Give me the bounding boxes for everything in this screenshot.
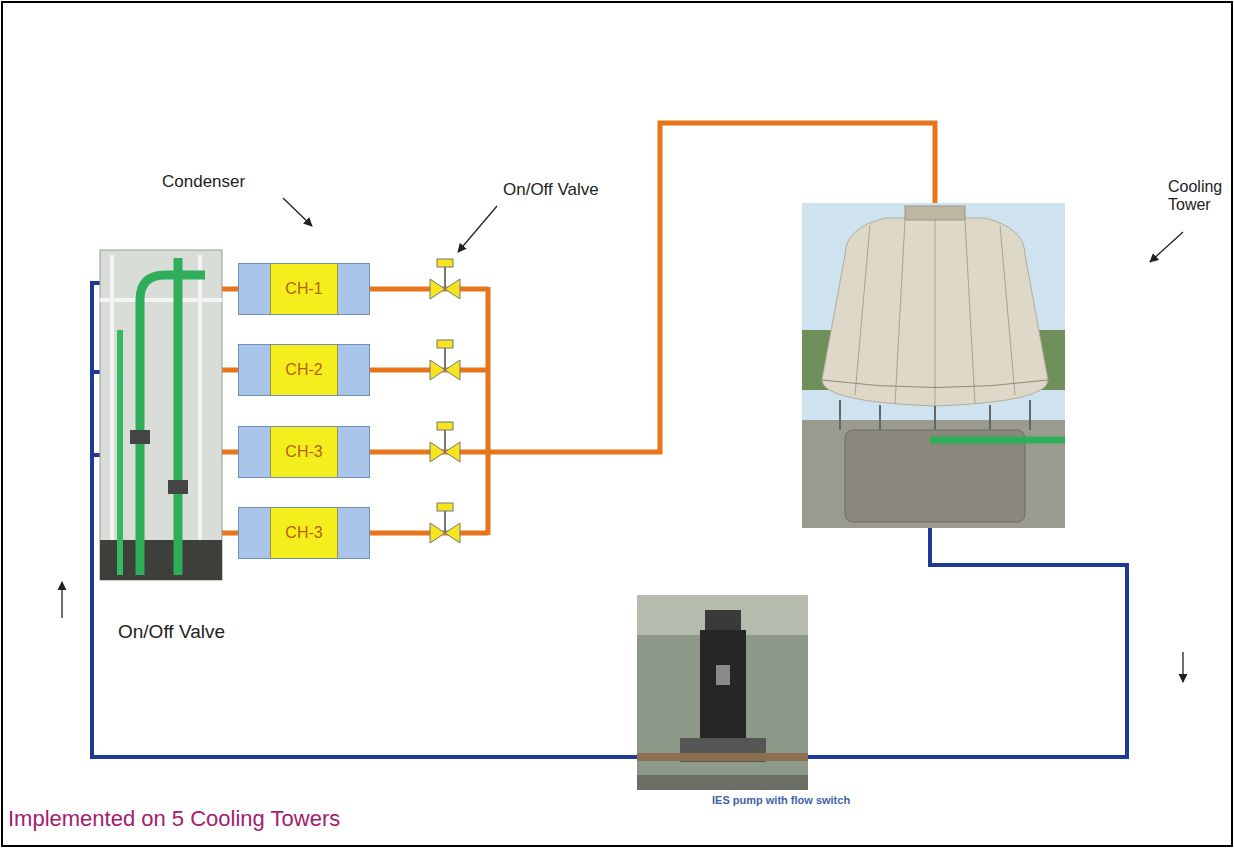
- photo-floor: [637, 775, 808, 790]
- green-pipe: [930, 437, 1065, 444]
- caption: Implemented on 5 Cooling Towers: [8, 806, 340, 832]
- tower-rib: [855, 220, 1015, 406]
- tower-body: [822, 218, 1048, 406]
- green-pipe: [117, 330, 123, 575]
- chiller-box: CH-3: [238, 426, 370, 478]
- callout-label: Condenser: [162, 172, 245, 192]
- chiller-box: CH-3: [238, 507, 370, 559]
- green-pipe: [174, 258, 183, 575]
- valve-stem: [444, 510, 446, 533]
- valve-actuator: [437, 503, 453, 511]
- valve-symbol: [430, 503, 460, 543]
- callout-label: Cooling Tower: [1168, 178, 1228, 215]
- chiller-label: CH-3: [270, 508, 337, 558]
- flow-arrow: [61, 582, 62, 618]
- pump-label: [716, 665, 730, 685]
- condenser-stub: [222, 289, 238, 533]
- green-pipe: [140, 275, 205, 575]
- leader-arrow: [1150, 232, 1183, 262]
- sky: [802, 203, 1065, 528]
- valve-symbol: [430, 340, 460, 380]
- valve-actuator: [437, 422, 453, 430]
- chiller-label: CH-3: [270, 427, 337, 477]
- valve-symbol: [430, 259, 460, 299]
- valve-actuator: [437, 259, 453, 267]
- pump-pipe: [637, 753, 808, 761]
- tower-rim: [822, 380, 1048, 388]
- valve-stem: [444, 429, 446, 452]
- photo-ground: [637, 595, 808, 790]
- valve-photo: [130, 430, 150, 444]
- callout-label: On/Off Valve: [118, 621, 225, 643]
- tower-leg: [840, 400, 1030, 432]
- flow-arrow: [1182, 652, 1183, 682]
- pump-motor-cap: [705, 610, 741, 632]
- photo-wall: [637, 595, 808, 635]
- photo-ground: [100, 250, 222, 580]
- chiller-label: CH-1: [270, 264, 337, 314]
- pump-photo: [637, 595, 808, 790]
- valve-symbol: [430, 422, 460, 462]
- valve-stem: [444, 347, 446, 370]
- valve-stem: [444, 266, 446, 289]
- leader-arrow: [458, 206, 497, 252]
- valve-actuator: [437, 340, 453, 348]
- condenser-photo: [100, 250, 222, 580]
- chiller-label: CH-2: [270, 345, 337, 395]
- valve-photo: [168, 480, 188, 494]
- tower-fan: [905, 206, 965, 220]
- chiller-box: CH-1: [238, 263, 370, 315]
- leader-arrow: [283, 198, 312, 226]
- pump-motor: [700, 630, 746, 738]
- chiller-box: CH-2: [238, 344, 370, 396]
- ground: [802, 420, 1065, 528]
- supply-pipe: [370, 287, 488, 535]
- photo-caption: IES pump with flow switch: [712, 794, 850, 807]
- cooling-tower-photo: [802, 203, 1065, 528]
- callout-label: On/Off Valve: [503, 180, 599, 200]
- tower-base: [845, 430, 1025, 522]
